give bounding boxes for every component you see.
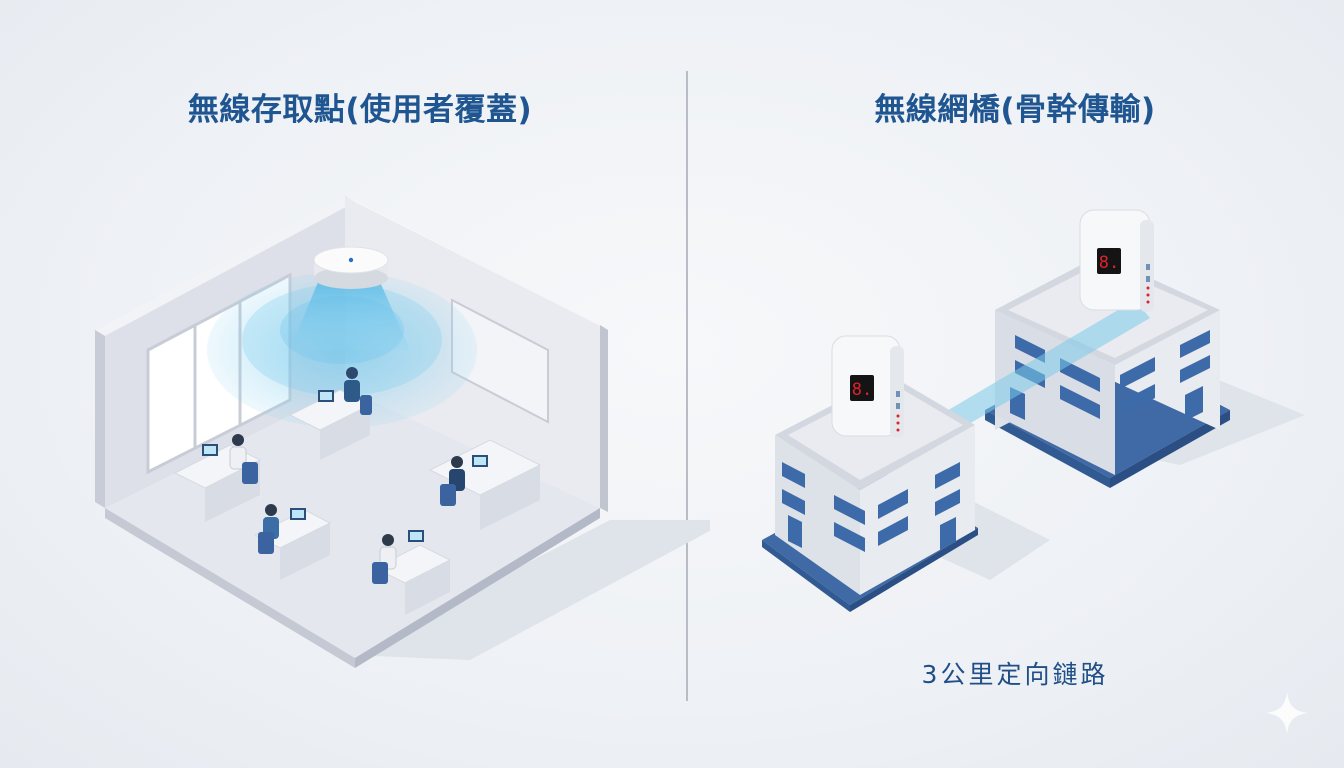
- device-display-left: 8.: [852, 380, 872, 400]
- right-panel-title: 無線網橋(骨幹傳輸): [874, 92, 1156, 128]
- ceiling-access-point-icon: [313, 246, 389, 289]
- left-panel-title: 無線存取點(使用者覆蓋): [187, 92, 533, 128]
- building-left: [762, 375, 978, 612]
- link-caption: 3公里定向鏈路: [921, 660, 1109, 689]
- rooftop-bridge-device-icon: 8.: [1079, 209, 1154, 312]
- office-room-illustration: [95, 195, 710, 668]
- rooftop-bridge-device-icon: 8.: [831, 335, 904, 438]
- panel-divider: [686, 71, 688, 701]
- bridge-buildings-illustration: 8. 8.: [762, 209, 1305, 612]
- device-display-right: 8.: [1099, 253, 1119, 273]
- sparkle-icon: [1266, 692, 1308, 734]
